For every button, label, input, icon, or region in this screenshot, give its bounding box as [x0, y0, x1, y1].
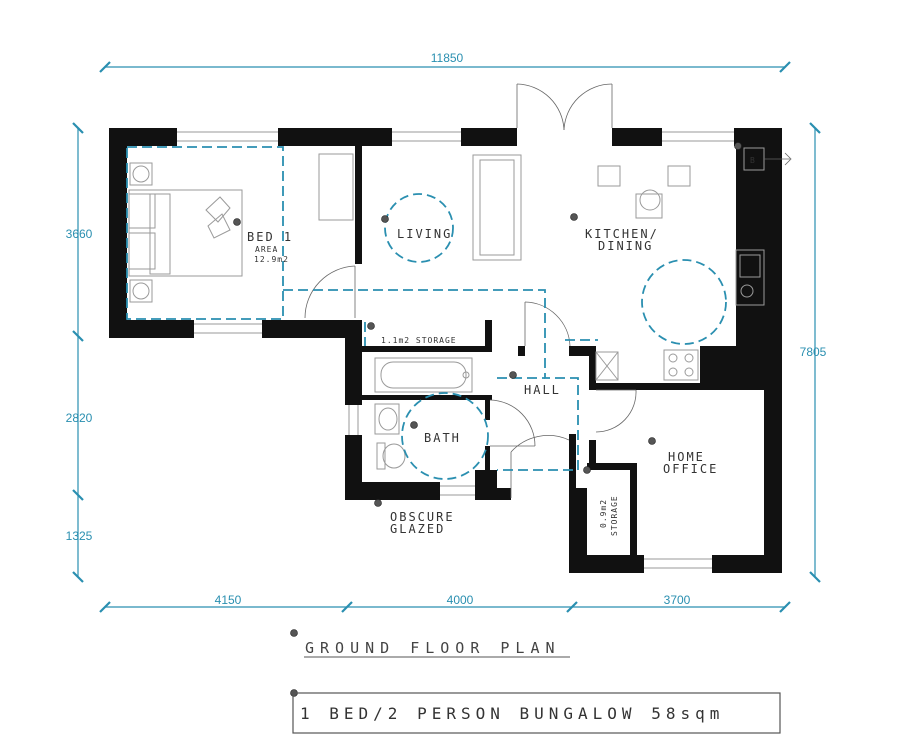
hall-label: HALL: [524, 383, 561, 397]
door-swings: [304, 83, 637, 498]
turning-circle-bath: [401, 392, 489, 480]
furniture: [128, 147, 765, 470]
office-label-line2: OFFICE: [663, 462, 718, 476]
dim-bottom-middle: 4000: [447, 593, 474, 607]
plan-subtitle: 1 BED/2 PERSON BUNGALOW 58sqm: [300, 704, 724, 723]
reference-markers: [233, 142, 742, 697]
office-label-line1: HOME: [668, 450, 705, 464]
title-block: GROUND FLOOR PLAN 1 BED/2 PERSON BUNGALO…: [292, 639, 781, 734]
bath-label: BATH: [424, 431, 461, 445]
kitchen-label-line2: DINING: [598, 239, 653, 253]
bed-area-label: AREA: [255, 245, 278, 254]
dim-bottom-right: 3700: [664, 593, 691, 607]
bedroom-area-outline: [126, 146, 284, 320]
dim-bottom-left: 4150: [215, 593, 242, 607]
dashed-zones: [126, 146, 727, 480]
storage2-area: 0.9m2: [599, 499, 608, 528]
obscure-label-line2: GLAZED: [390, 522, 445, 536]
boiler-label: B: [750, 156, 756, 165]
dim-left-bottom: 1325: [66, 529, 93, 543]
dim-overall-width: 11850: [431, 51, 464, 65]
dim-left-top: 3660: [66, 227, 93, 241]
dim-overall-depth: 7805: [800, 345, 827, 359]
living-label: LIVING: [397, 227, 452, 241]
plan-title: GROUND FLOOR PLAN: [305, 639, 561, 657]
bed-label: BED 1: [247, 230, 293, 244]
walls: [109, 128, 782, 573]
dim-left-middle: 2820: [66, 411, 93, 425]
storage-label: 1.1m2 STORAGE: [381, 336, 457, 345]
bed-area-value: 12.9m2: [254, 255, 289, 264]
storage2-label: STORAGE: [610, 495, 619, 536]
turning-circle-living: [384, 193, 454, 263]
flue-arrow-icon: [764, 152, 792, 166]
subtitle-box: [292, 692, 781, 734]
obscure-label-line1: OBSCURE: [390, 510, 455, 524]
turning-circle-kitchen: [641, 259, 727, 345]
dimension-lines: 11850 7805 3660 2820 1325 4150 4000 3700: [66, 51, 827, 613]
kitchen-label-line1: KITCHEN/: [585, 227, 659, 241]
room-labels: BED 1 AREA 12.9m2 LIVING KITCHEN/ DINING…: [247, 156, 756, 536]
